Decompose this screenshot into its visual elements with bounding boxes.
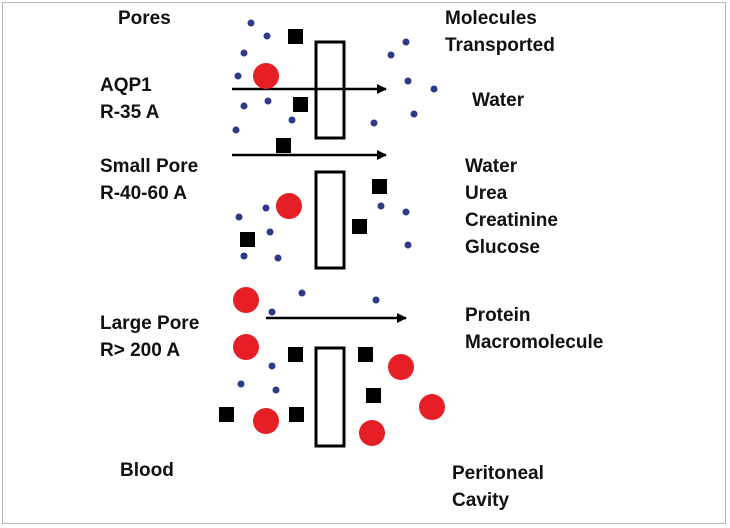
small-solute-dot bbox=[247, 19, 255, 27]
large-protein-circle bbox=[276, 193, 302, 219]
large-protein-circles bbox=[233, 63, 445, 446]
small-solute-dot bbox=[268, 362, 276, 370]
small-solute-dot bbox=[404, 77, 412, 85]
medium-solute-square bbox=[276, 138, 291, 153]
peritoneal-cavity-label: Peritoneal Cavity bbox=[452, 463, 544, 511]
large-protein-circle bbox=[253, 63, 279, 89]
small-solute-dot bbox=[240, 252, 248, 260]
pores-header: Pores bbox=[118, 8, 171, 29]
medium-solute-square bbox=[219, 407, 234, 422]
small-solute-dots bbox=[232, 19, 438, 394]
large-pore-label: Large Pore R> 200 A bbox=[100, 313, 200, 361]
small-solute-dot bbox=[232, 126, 240, 134]
medium-solute-square bbox=[288, 29, 303, 44]
small-solute-dot bbox=[266, 228, 274, 236]
small-solute-dot bbox=[372, 296, 380, 304]
medium-solute-square bbox=[288, 347, 303, 362]
membrane-segment-middle bbox=[314, 170, 346, 270]
small-solute-dot bbox=[410, 110, 418, 118]
large-protein-circle bbox=[359, 420, 385, 446]
medium-solute-square bbox=[293, 97, 308, 112]
small-solute-dot bbox=[430, 85, 438, 93]
medium-solute-square bbox=[372, 179, 387, 194]
small-solute-dot bbox=[263, 32, 271, 40]
medium-solute-square bbox=[352, 219, 367, 234]
small-solute-dot bbox=[404, 241, 412, 249]
small-solute-dot bbox=[240, 102, 248, 110]
small-solute-dot bbox=[370, 119, 378, 127]
small-solute-dot bbox=[268, 308, 276, 316]
small-solute-dot bbox=[235, 213, 243, 221]
medium-solute-square bbox=[240, 232, 255, 247]
medium-solute-square bbox=[358, 347, 373, 362]
small-solute-dot bbox=[272, 386, 280, 394]
aqp1-molecules-label: Water bbox=[472, 90, 525, 111]
small-solute-dot bbox=[240, 49, 248, 57]
small-solute-dot bbox=[402, 208, 410, 216]
small-solute-dot bbox=[298, 289, 306, 297]
small-solute-dot bbox=[262, 204, 270, 212]
large-protein-circle bbox=[253, 408, 279, 434]
small-solute-dot bbox=[377, 202, 385, 210]
large-pore-molecules-label: Protein Macromolecule bbox=[465, 305, 604, 353]
medium-solute-square bbox=[366, 388, 381, 403]
blood-label: Blood bbox=[120, 460, 174, 481]
small-solute-dot bbox=[237, 380, 245, 388]
small-pore-molecules-label: Water Urea Creatinine Glucose bbox=[465, 156, 558, 258]
large-protein-circle bbox=[419, 394, 445, 420]
medium-solute-square bbox=[289, 407, 304, 422]
medium-solute-squares bbox=[219, 29, 387, 422]
small-solute-dot bbox=[402, 38, 410, 46]
small-pore-label: Small Pore R-40-60 A bbox=[100, 156, 199, 204]
large-protein-circle bbox=[233, 334, 259, 360]
small-solute-dot bbox=[264, 97, 272, 105]
small-solute-dot bbox=[288, 116, 296, 124]
small-solute-dot bbox=[274, 254, 282, 262]
molecules-transported-header: Molecules Transported bbox=[445, 8, 555, 56]
large-protein-circle bbox=[233, 287, 259, 313]
small-solute-dot bbox=[234, 72, 242, 80]
membrane-segment-bottom bbox=[314, 346, 346, 448]
aqp1-pore-label: AQP1 R-35 A bbox=[100, 75, 160, 123]
small-solute-dot bbox=[387, 51, 395, 59]
large-protein-circle bbox=[388, 354, 414, 380]
